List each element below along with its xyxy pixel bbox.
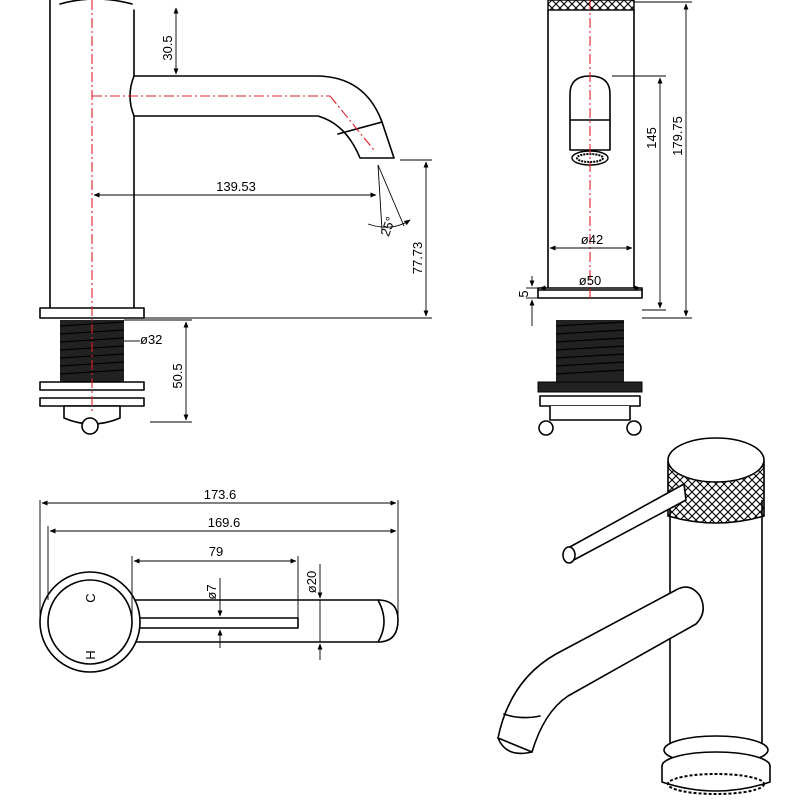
dim-lever-dia: ø7 <box>204 584 219 599</box>
dim-overall-height: 179.75 <box>670 116 685 156</box>
front-body <box>547 9 635 289</box>
front-nut <box>537 381 643 393</box>
top-view: C H 173.6 169.6 79 ø7 ø20 <box>39 487 399 673</box>
top-body-inner <box>47 579 133 665</box>
side-handle-top <box>59 0 133 5</box>
perspective-view <box>497 437 771 795</box>
dim-base-dia: ø50 <box>579 273 601 288</box>
dim-base-thickness: 5 <box>516 290 531 297</box>
side-view: 30.5 139.53 25° 77.73 ø32 50.5 <box>39 0 432 435</box>
side-fixing-cap <box>81 417 99 435</box>
dim-angle: 25° <box>377 215 398 239</box>
cold-label: C <box>83 593 98 602</box>
front-view: ø42 ø50 5 145 179.75 <box>516 0 692 436</box>
hot-label: H <box>83 650 98 659</box>
side-spout <box>133 75 395 159</box>
dim-spout-length: 169.6 <box>208 515 241 530</box>
dim-spout-dia: ø20 <box>304 571 319 593</box>
iso-lever <box>564 483 687 563</box>
top-lever <box>129 617 299 629</box>
side-body <box>49 0 135 309</box>
dim-front-outlet-height: 145 <box>644 127 659 149</box>
dim-reach: 139.53 <box>216 179 256 194</box>
front-knurl <box>547 0 635 11</box>
dim-body-dia: ø42 <box>581 232 603 247</box>
dim-handle-length: 79 <box>209 544 223 559</box>
dim-outlet-height: 77.73 <box>410 242 425 275</box>
front-threaded-shank <box>556 320 624 382</box>
dim-spout-height: 30.5 <box>160 35 175 60</box>
dim-thread-length: 50.5 <box>170 363 185 388</box>
dim-thread-dia: ø32 <box>140 332 162 347</box>
front-fixing-bracket <box>549 406 631 421</box>
dim-overall-length: 173.6 <box>204 487 237 502</box>
iso-base <box>661 766 771 792</box>
